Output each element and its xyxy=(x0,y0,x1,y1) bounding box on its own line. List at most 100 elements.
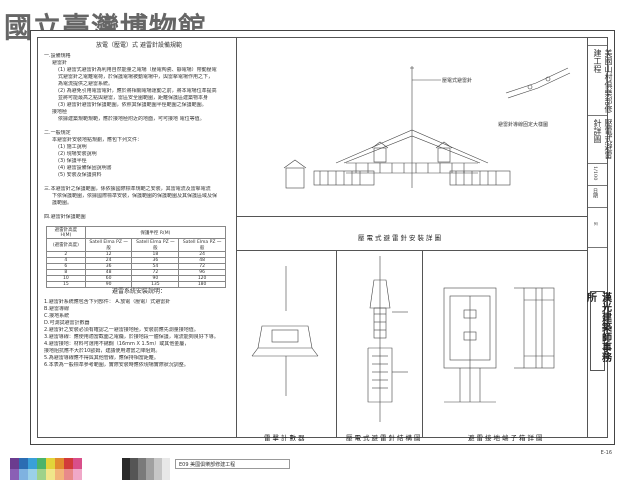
color-swatch xyxy=(28,458,37,469)
note-line: 接地極 xyxy=(52,109,68,115)
color-calibration-strip xyxy=(10,469,82,480)
color-swatch xyxy=(64,469,73,480)
table-subheader: Satell Elma PZ 一般 xyxy=(178,238,226,252)
column-divider xyxy=(236,38,237,437)
note-line: 三.本避雷針之保護範圍，係依據國際標準規範之安裝，其雷電流及雷擊電流 xyxy=(44,186,211,192)
color-swatch xyxy=(10,469,19,480)
note-line: (1) 施工說明 xyxy=(58,144,87,150)
note-line: 二.一般規定 xyxy=(44,130,71,136)
note-line: (2) 現場安裝說明 xyxy=(58,151,97,157)
note-line: 四.避雷針保護範圍 xyxy=(44,214,86,220)
title-block: 美國山村俱樂部修建工程 壓電式避雷針詳圖 1/100 日期 E 漢光建築師事務所 xyxy=(585,38,613,437)
lightning-rod-label: 壓電式避雷針 xyxy=(442,77,472,84)
firm-name: 漢光建築師事務所 xyxy=(585,291,611,371)
conductor-detail-label: 避雷針導線固定大樣圖 xyxy=(498,121,548,128)
install-line: 3.避雷導線：應使用適當截面之電纜，於接地段一體保護，電流能夠良好下導。 xyxy=(44,334,219,340)
gray-swatch xyxy=(138,458,146,480)
table-cell: 90 xyxy=(84,281,133,288)
note-line: (3) 保護半徑 xyxy=(58,158,87,164)
color-swatch xyxy=(55,469,64,480)
protection-radius-table: 避雷針高度 H(M) 保護半徑 R(M) (避雷針高度) Satell Elma… xyxy=(46,226,227,288)
gray-swatch xyxy=(130,458,138,480)
install-heading: 避雷系統安裝說明： xyxy=(111,288,166,295)
install-line: 接地阻抗應不大於10歐姆，建議使用適當之降阻劑。 xyxy=(44,348,161,354)
section-title-structure: 壓電式避雷針結構圖 xyxy=(346,434,423,442)
table-subheader: (避雷針高度) xyxy=(46,238,86,252)
drawing-sheet: 放電（壓電）式 避雷針設備規範 一.設備規格避雷針(1) 避雷式避雷針為利用自然… xyxy=(30,30,615,456)
rod-structure-drawing xyxy=(367,256,408,422)
scale-value: 1/100 xyxy=(592,166,598,181)
note-line: 下依保護範圍，依據國際標準安裝，保護範圍的保護範圍及其保護區域及保 xyxy=(52,193,218,199)
bottom-col-divider xyxy=(336,250,337,437)
date-label: 日期 xyxy=(592,188,598,198)
color-swatch xyxy=(73,469,82,480)
table-header: 保護半徑 R(M) xyxy=(84,226,227,239)
note-line: (4) 避雷設備保固說明書 xyxy=(58,165,112,171)
color-swatch xyxy=(37,469,46,480)
note-line xyxy=(44,179,234,186)
sheet-number: E-16 xyxy=(600,450,612,456)
drawing-name: 壓電式避雷針詳圖 xyxy=(593,119,613,159)
install-line: 5.為避雷導線應不得與其他管線，應保持相當距離。 xyxy=(44,355,159,361)
note-line xyxy=(44,207,234,214)
install-notes: 避雷系統安裝說明： 1.避雷針系統應包含下列部件： A.放電（壓電）式避雷針 B… xyxy=(44,288,234,369)
note-line: 為電流提供之避雷系統。 xyxy=(58,81,114,87)
color-calibration-strip xyxy=(10,458,82,480)
note-line xyxy=(44,123,234,130)
gray-swatch xyxy=(122,458,130,480)
note-line: 本避雷針安裝地點規劃，應包下列文件： xyxy=(52,137,143,143)
roof-elevation-drawing: 壓電式避雷針 避雷針導線固定大樣圖 xyxy=(283,66,571,189)
note-line: 避雷針 xyxy=(52,60,68,66)
bottom-col-divider xyxy=(422,250,423,437)
table-cell: 135 xyxy=(131,281,180,288)
install-line: 2.避雷針之安裝必須有確認之一避雷接地極，安裝前應先測量接地值。 xyxy=(44,327,199,333)
note-line: 依據建築規範規範，應於接地極附近的地面，可可接地 電位等值。 xyxy=(58,116,205,122)
color-swatch xyxy=(64,458,73,469)
install-line: C.接地系統 xyxy=(44,313,70,319)
section-title-ground: 避雷接地端子箱詳圖 xyxy=(468,434,545,442)
note-line: 一.設備規格 xyxy=(44,53,71,59)
lightning-counter-drawing xyxy=(251,266,319,396)
ground-box-drawing xyxy=(443,287,555,403)
gray-swatch xyxy=(162,458,170,480)
drawing-frame: 放電（壓電）式 避雷針設備規範 一.設備規格避雷針(1) 避雷式避雷針為利用自然… xyxy=(37,37,613,442)
install-line: 4.避雷接地：材料可選用不銹鋼（16mm X 1.5m）或其他金屬， xyxy=(44,341,190,347)
table-subheader: Satell Elma PZ 一般 xyxy=(84,238,133,252)
project-name: 美國山村俱樂部修建工程 xyxy=(593,49,613,113)
note-line: (1) 避雷式避雷針為利用自然能量之電場（壓電陶瓷、靜電場）帶動壓電 xyxy=(58,67,217,73)
color-swatch xyxy=(10,458,19,469)
color-swatch xyxy=(46,458,55,469)
note-line: 護範圍。 xyxy=(52,200,73,206)
color-swatch xyxy=(19,458,28,469)
note-line: (3) 避雷針避雷針保護範圍，依照其保護範圍半徑範圍之保護範圍。 xyxy=(58,102,207,108)
note-line: 式避雷針之電離電荷，於保護電場被動電場中，與雷擊電場作用之下， xyxy=(58,74,214,80)
table-subheader: Satell Elma PZ 一般 xyxy=(131,238,180,252)
table-header: 避雷針高度 H(M) xyxy=(46,226,86,239)
note-line: 並將可能最高之點與避雷，雷區安全圍範圍，距離保護區建築物本身 xyxy=(58,95,209,101)
install-line: B.避雷導線 xyxy=(44,306,70,312)
section-title-counter: 雷擊計數器 xyxy=(264,434,307,442)
color-swatch xyxy=(55,458,64,469)
section-divider xyxy=(236,216,587,217)
color-swatch xyxy=(37,458,46,469)
notes-heading: 放電（壓電）式 避雷針設備規範 xyxy=(96,42,182,49)
gray-calibration-strip xyxy=(122,458,170,480)
gray-swatch xyxy=(154,458,162,480)
archive-code: E09 xyxy=(179,462,189,468)
section-title-main: 壓電式避雷針安裝詳圖 xyxy=(358,234,443,242)
install-line: 6.本表為一般標準參考範圍，實際安裝時應依現場實際狀況調整。 xyxy=(44,362,189,368)
note-line: (2) 為避免引用電雷電針，應於將相關電場運動之前，將本電場位準提高 xyxy=(58,88,217,94)
install-line: D.可測試避雷計數器 xyxy=(44,320,90,326)
note-line: (5) 安裝及保護資料 xyxy=(58,172,102,178)
archive-label: E09 美國俱樂部修建工程 xyxy=(175,459,290,469)
spec-notes: 放電（壓電）式 避雷針設備規範 一.設備規格避雷針(1) 避雷式避雷針為利用自然… xyxy=(44,42,234,221)
color-swatch xyxy=(19,469,28,480)
color-swatch xyxy=(46,469,55,480)
install-line: 1.避雷針系統應包含下列部件： A.放電（壓電）式避雷針 xyxy=(44,299,171,305)
color-swatch xyxy=(73,458,82,469)
gray-swatch xyxy=(146,458,154,480)
table-cell: 180 xyxy=(178,281,226,288)
archive-project: 美國俱樂部修建工程 xyxy=(190,462,236,468)
